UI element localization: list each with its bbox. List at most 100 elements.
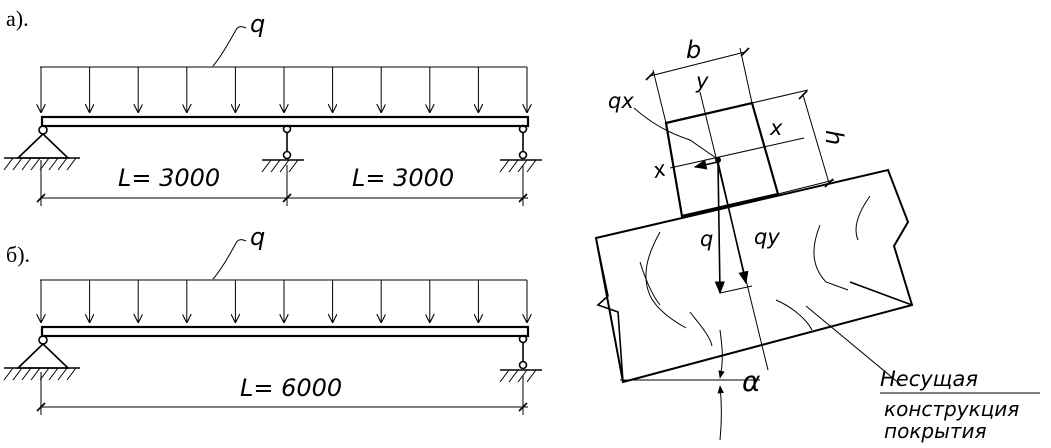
- pin-triangle-a: [16, 132, 70, 159]
- pin-support-a: [38, 125, 48, 135]
- ground-hatch: [48, 367, 59, 381]
- load-leader-b: [212, 239, 247, 280]
- roller-right-bottom-b: [518, 360, 528, 370]
- caption-line-3: покрытия: [884, 419, 987, 443]
- dim-tick-b2: [518, 402, 528, 412]
- hatch-b-right: [499, 369, 537, 383]
- ground-hatch: [499, 369, 510, 383]
- beam-b: [40, 325, 530, 338]
- scheme-b: б). q L= 6000: [3, 223, 542, 415]
- ground-hatch: [508, 159, 519, 173]
- span1-label-a: L= 3000: [118, 164, 220, 192]
- dim-tick-b1: [36, 402, 46, 412]
- dim-tick-a1: [36, 193, 46, 203]
- roller-mid-top-a: [282, 124, 292, 134]
- load-arrows-b: [41, 280, 527, 322]
- roller-right-top-a: [518, 124, 528, 134]
- angle-arc-upper: [718, 329, 725, 379]
- roller-right-bottom-a: [518, 150, 528, 160]
- caption-line-1: Несущая: [880, 367, 978, 391]
- ground-hatch: [57, 157, 68, 171]
- dim-h-line: [802, 94, 830, 184]
- q-vector-base: [719, 285, 753, 294]
- height-label: h: [820, 130, 848, 145]
- dim-tick-a3: [518, 193, 528, 203]
- axis-x-line: [669, 137, 805, 169]
- qy-vector: [717, 161, 749, 285]
- crack-3: [813, 224, 849, 291]
- span2-label-a: L= 3000: [352, 164, 454, 192]
- ground-hatch: [279, 159, 290, 173]
- scheme-b-label: б).: [6, 242, 30, 267]
- ground-hatch: [270, 159, 281, 173]
- crack-5: [849, 281, 913, 306]
- axis-y-label: y: [695, 69, 709, 93]
- angle-label: α: [742, 365, 761, 398]
- qx-label: qx: [608, 89, 634, 113]
- dim-b-ext-right: [739, 47, 753, 104]
- roller-mid-bottom-a: [282, 150, 292, 160]
- width-label: b: [686, 36, 701, 64]
- dim-h-tick-1: [798, 90, 808, 100]
- crack-2: [855, 195, 871, 241]
- ground-hatch: [526, 159, 537, 173]
- dim-h-tick-2: [824, 178, 834, 188]
- ground-hatch: [66, 367, 77, 381]
- load-label-b: q: [250, 223, 265, 251]
- ground-hatch: [261, 159, 272, 173]
- ground-hatch: [30, 157, 41, 171]
- ground-hatch: [21, 157, 32, 171]
- load-leader-a: [212, 26, 247, 67]
- ground-hatch: [12, 367, 23, 381]
- ground-hatch: [66, 157, 77, 171]
- crack-6: [639, 261, 661, 306]
- ground-hatch: [288, 159, 299, 173]
- dim-h-ext-bottom: [777, 179, 835, 195]
- support-structure: [594, 168, 914, 384]
- purlin-section: Несущая конструкция покрытия b h y x x q…: [594, 36, 1040, 443]
- crack-7: [689, 311, 713, 347]
- dim-b-tick-1: [645, 71, 655, 81]
- ground-hatch: [526, 369, 537, 383]
- scheme-a: а). q L= 3000 L= 30: [3, 6, 542, 206]
- ground-hatch: [12, 157, 23, 171]
- break-line-left: [595, 237, 624, 383]
- axis-x-label-right: x: [769, 116, 783, 140]
- scheme-a-label: а).: [6, 6, 29, 31]
- q-vector: [714, 161, 725, 295]
- qy-label: qy: [754, 225, 780, 249]
- dim-b-tick-2: [740, 47, 750, 57]
- pin-triangle-b: [16, 342, 70, 369]
- load-label-a: q: [250, 10, 265, 38]
- ground-hatch: [48, 157, 59, 171]
- crack-1: [645, 231, 687, 329]
- hatch-a-left: [3, 157, 77, 171]
- beam-a: [40, 115, 530, 128]
- ground-hatch: [3, 157, 14, 171]
- qx-leader: [633, 107, 717, 159]
- dim-tick-a2: [282, 193, 292, 203]
- caption-line-2: конструкция: [884, 397, 1019, 421]
- dim-b-ext-left: [652, 69, 667, 124]
- load-arrows-a: [41, 67, 527, 112]
- hatch-a-mid: [261, 159, 299, 173]
- crack-4: [775, 299, 813, 331]
- q-label: q: [700, 227, 713, 251]
- dim-b-line: [649, 51, 746, 77]
- ground-hatch: [30, 367, 41, 381]
- ground-hatch: [3, 367, 14, 381]
- pin-support-b: [38, 335, 48, 345]
- caption-leader: [805, 305, 901, 385]
- dim-h-ext-top: [751, 89, 809, 104]
- axis-x-label-left: x: [649, 156, 668, 183]
- ground-hatch: [508, 369, 519, 383]
- roller-right-top-b: [518, 334, 528, 344]
- ground-hatch: [57, 367, 68, 381]
- hatch-a-right: [499, 159, 537, 173]
- centroid-point: [715, 157, 721, 163]
- ground-hatch: [499, 159, 510, 173]
- hatch-b-left: [3, 367, 77, 381]
- span-label-b: L= 6000: [240, 374, 342, 402]
